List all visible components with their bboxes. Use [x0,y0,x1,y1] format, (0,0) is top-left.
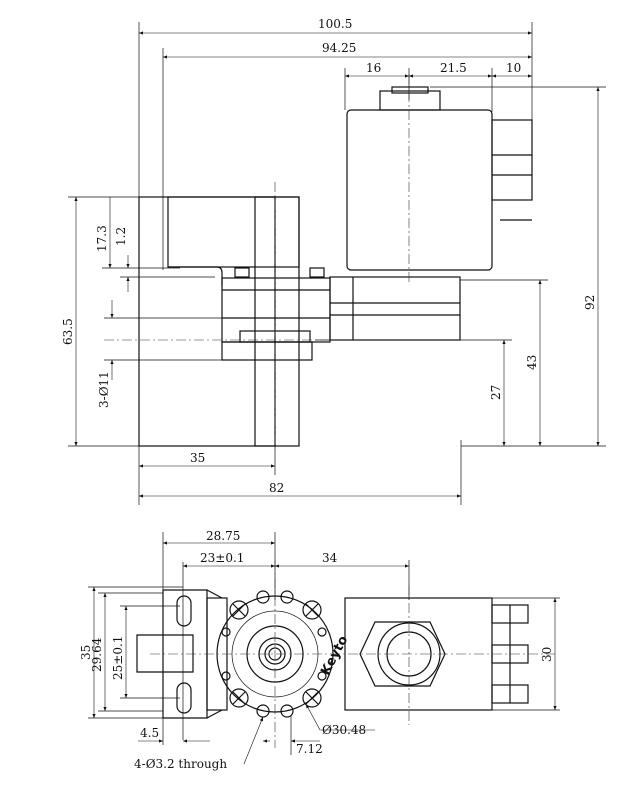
dim-hole-offset: 7.12 [296,742,323,756]
dim-coil-right: 21.5 [440,61,467,75]
dimension-lines-top [92,541,557,765]
side-view: 100.5 94.25 16 21.5 10 92 43 27 63.5 17.… [61,17,606,505]
dim-flange: 28.75 [206,529,240,543]
center-lines-top [150,560,555,748]
dim-height-35: 35 [79,645,93,660]
valve-body [138,196,461,447]
dim-hole-spacing-x: 23±0.1 [200,551,244,565]
dim-coil-left: 16 [366,61,381,75]
dim-hole: 3-Ø11 [97,371,111,408]
brand-label: Keyto [318,633,351,677]
dim-connector: 10 [506,61,521,75]
dim-height-2964: 29.64 [90,637,104,672]
dim-overall-width: 100.5 [318,17,352,31]
dimension-lines [74,31,600,498]
dim-port-height: 27 [489,385,503,400]
top-view: Keyto 28.75 23±0.1 34 35 29.64 25±0.1 30… [79,529,560,771]
dim-coil-width: 30 [540,647,554,662]
dim-total-height: 92 [583,295,597,310]
dim-overall-depth: 82 [269,481,284,495]
dim-slot-spacing: 25±0.1 [111,636,125,680]
dim-flange-dia: Ø30.48 [322,723,366,737]
dim-to-coil-center: 34 [322,551,338,565]
dim-mount-to-end: 94.25 [322,41,356,55]
extension-lines [68,22,606,505]
dim-bracket-thickness: 1.2 [114,227,128,246]
dim-bracket-top: 17.3 [95,225,109,252]
dim-body-height: 63.5 [61,318,75,345]
dim-to-center: 35 [190,451,205,465]
center-lines [104,74,410,452]
solenoid-coil [346,86,533,271]
note-through-holes: 4-Ø3.2 through [134,757,227,771]
extension-lines-top [88,532,560,755]
dim-slot-offset: 4.5 [140,726,159,740]
dim-port-center: 43 [525,355,539,370]
